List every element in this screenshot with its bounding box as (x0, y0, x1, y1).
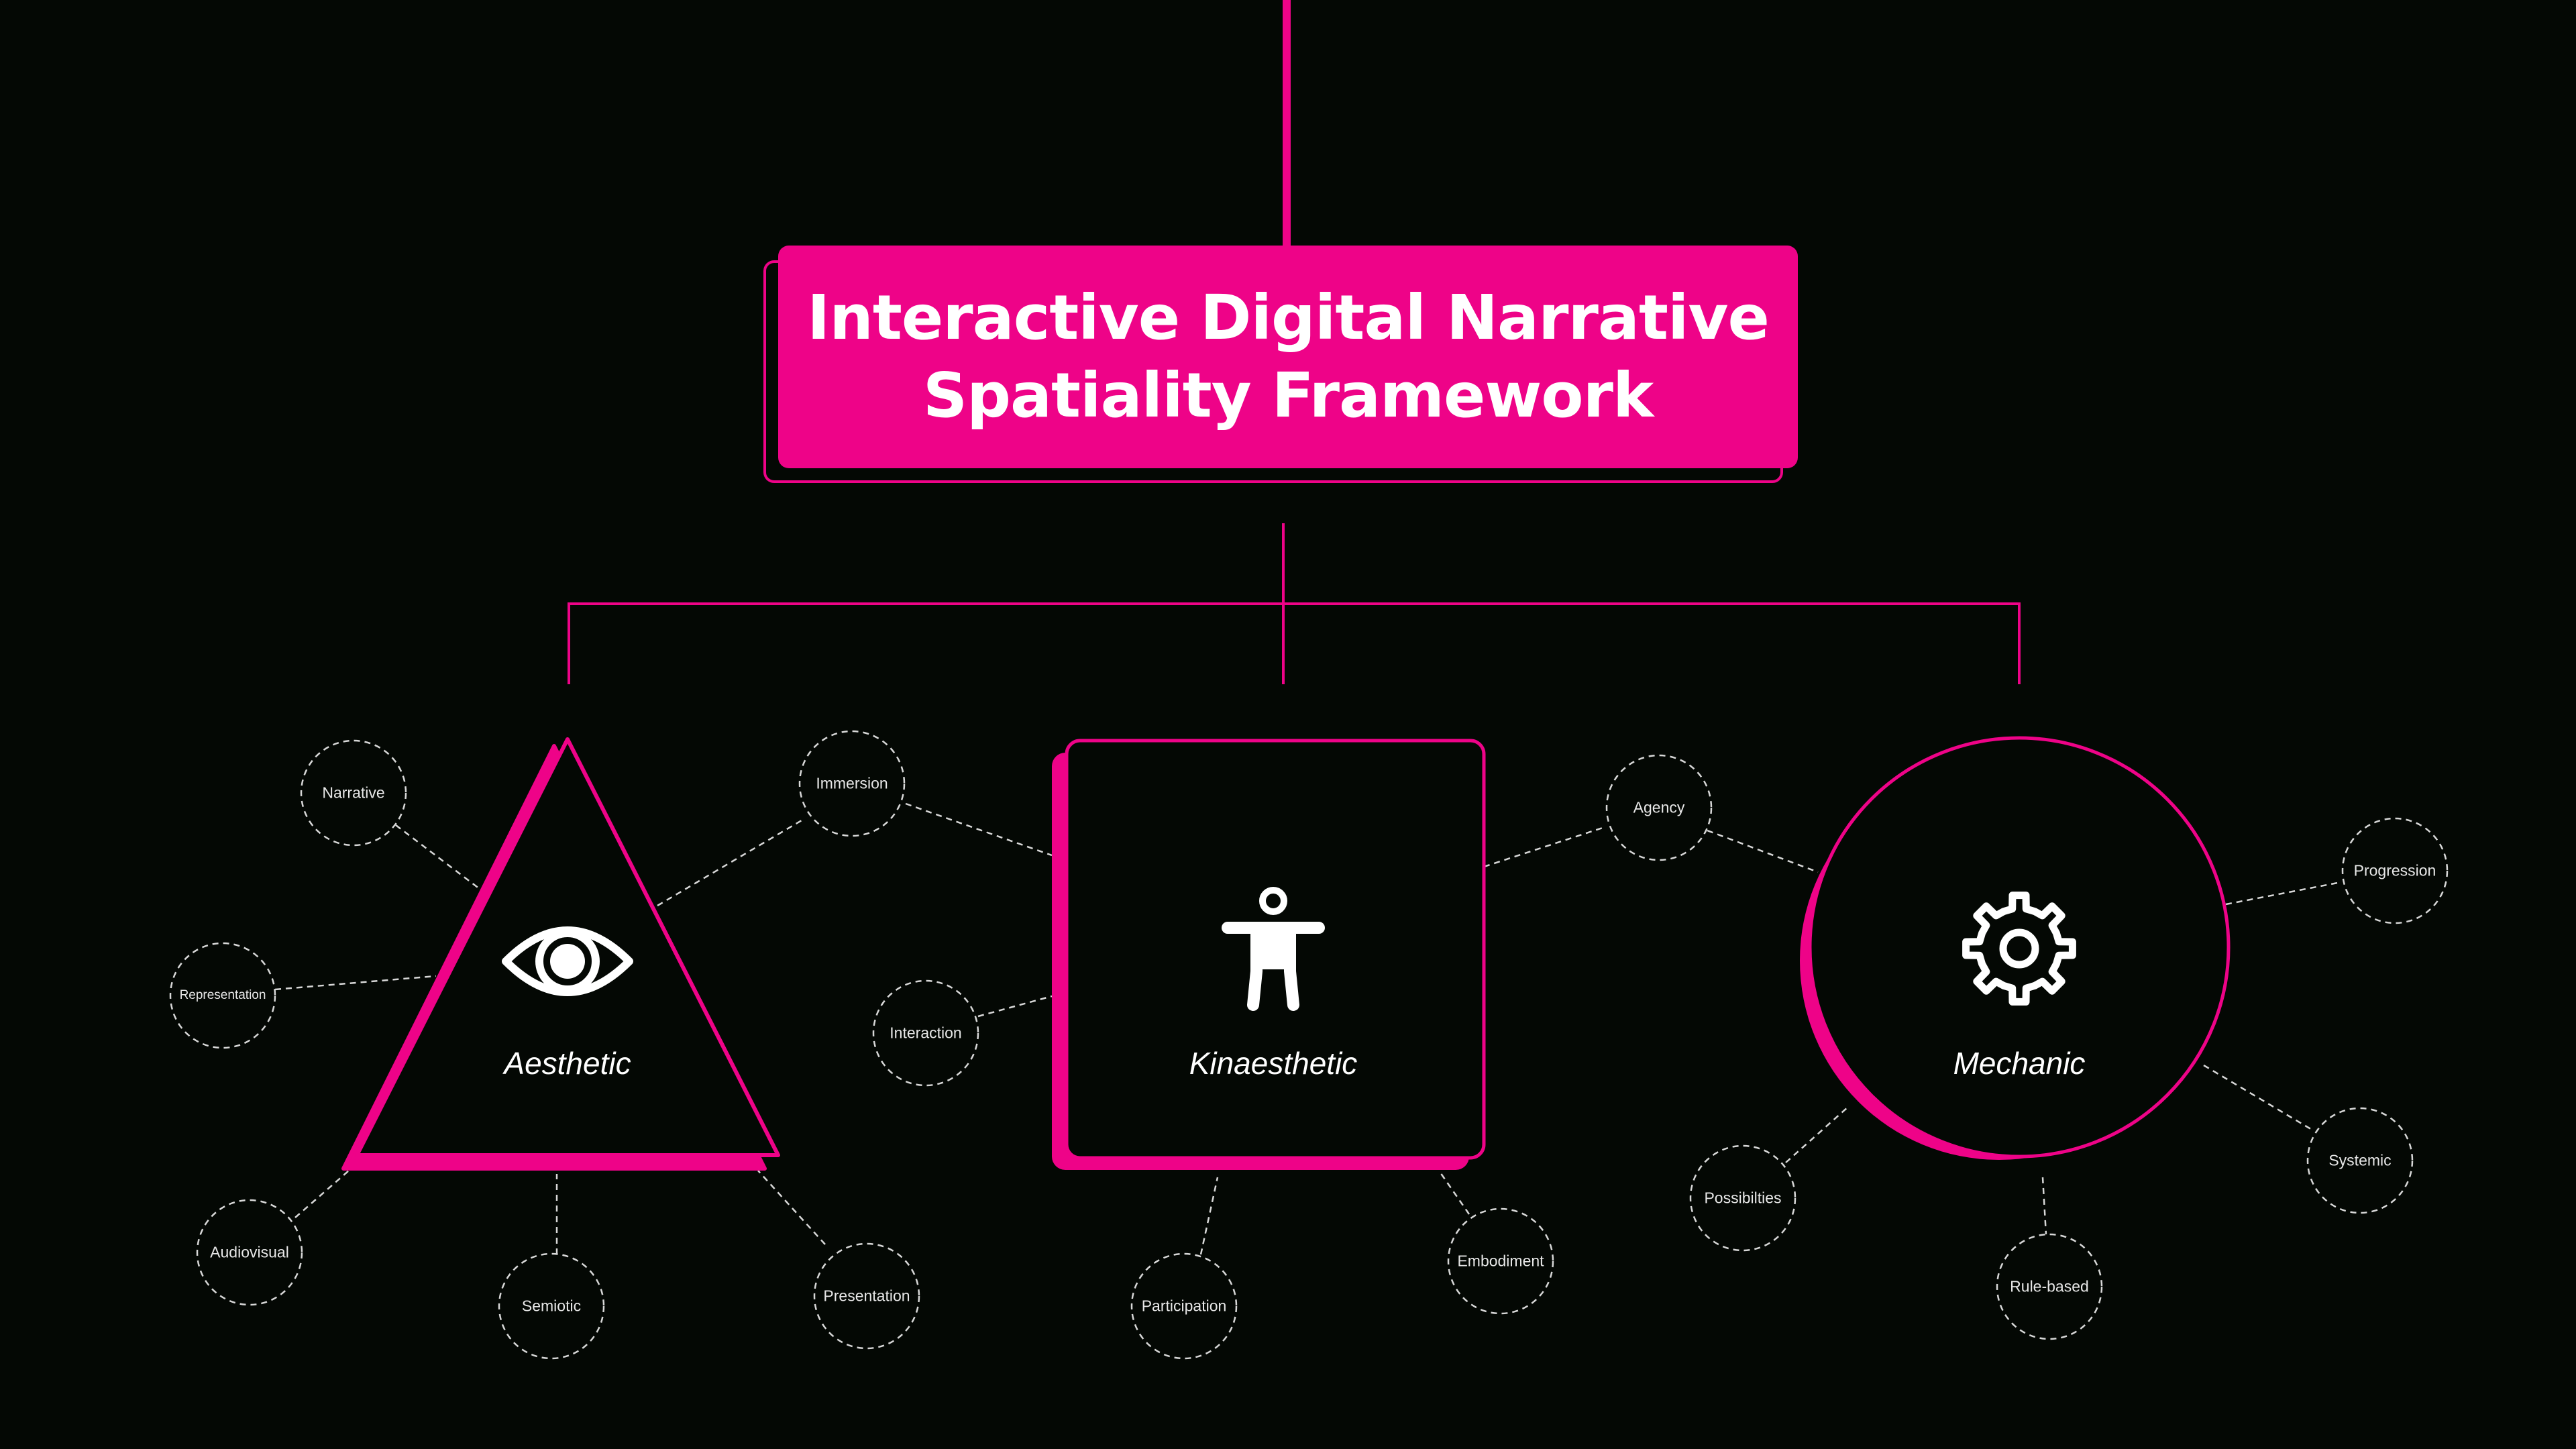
bubble-narrative (300, 739, 407, 847)
connector-interaction (977, 995, 1053, 1018)
dashed-connectors (274, 802, 2342, 1255)
bubble-label-possibilities: Possibilties (1704, 1189, 1782, 1207)
bubble-embodiment (1447, 1208, 1554, 1315)
connector-presentation (757, 1170, 826, 1245)
connector-representation (274, 975, 437, 991)
bubble-label-progression: Progression (2353, 861, 2436, 879)
bubble-representation (169, 942, 276, 1049)
bubble-participation (1130, 1252, 1238, 1360)
bubble-label-immersion: Immersion (816, 774, 888, 792)
connector-progression (2225, 881, 2342, 906)
connector-possibilities (1785, 1106, 1849, 1163)
connector-narrative (395, 824, 480, 890)
kinaesthetic-label: Kinaesthetic (1189, 1046, 1358, 1081)
aesthetic-label: Aesthetic (504, 1046, 631, 1081)
eye-icon (502, 926, 633, 996)
bubble-label-representation: Representation (179, 988, 266, 1002)
connector-immersion-kinaesthetic (905, 802, 1053, 857)
branch-line (568, 602, 2021, 684)
bubble-interaction (872, 979, 979, 1087)
connector-audiovisual (294, 1170, 350, 1218)
connector-embodiment (1438, 1170, 1470, 1215)
connector-immersion-aesthetic (657, 817, 806, 907)
connector-agency-kinaesthetic (1483, 826, 1605, 868)
title-line-1: Interactive Digital Narrative (807, 282, 1770, 354)
gear-hub (1999, 928, 2039, 969)
bubble-label-interaction: Interaction (890, 1024, 962, 1042)
bubble-rule-based (1996, 1233, 2103, 1340)
bubble-agency (1605, 754, 1713, 861)
connector-systemic (2203, 1064, 2314, 1132)
bubble-progression (2341, 817, 2449, 924)
bubble-immersion (798, 730, 906, 837)
mechanic-circle (1808, 736, 2231, 1159)
bubble-label-audiovisual: Audiovisual (210, 1243, 289, 1261)
title-box: Interactive Digital Narrative Spatiality… (778, 246, 1798, 468)
title-line-2: Spatiality Framework (922, 360, 1654, 431)
bubble-systemic (2306, 1107, 2414, 1214)
person-icon (1222, 887, 1325, 1011)
connector-agency-mechanic (1707, 829, 1819, 873)
gear-outline (1962, 892, 2076, 1006)
bubble-label-systemic: Systemic (2328, 1151, 2392, 1169)
bubble-label-narrative: Narrative (322, 784, 385, 802)
mechanic-label: Mechanic (1953, 1046, 2086, 1081)
bubble-label-participation: Participation (1141, 1297, 1227, 1315)
bubble-label-rule-based: Rule-based (2010, 1277, 2089, 1295)
bubble-label-presentation: Presentation (823, 1287, 910, 1305)
bubble-audiovisual (196, 1199, 303, 1306)
bubble-label-agency: Agency (1633, 798, 1685, 816)
connector-rule-based (2041, 1177, 2047, 1235)
gear-icon (1962, 892, 2076, 1006)
bubble-possibilities (1689, 1144, 1796, 1252)
connector-participation (1199, 1177, 1219, 1255)
bubble-presentation (813, 1242, 920, 1350)
bubble-label-semiotic: Semiotic (521, 1297, 582, 1315)
bubble-semiotic (498, 1252, 605, 1360)
bubble-label-embodiment: Embodiment (1457, 1252, 1544, 1270)
